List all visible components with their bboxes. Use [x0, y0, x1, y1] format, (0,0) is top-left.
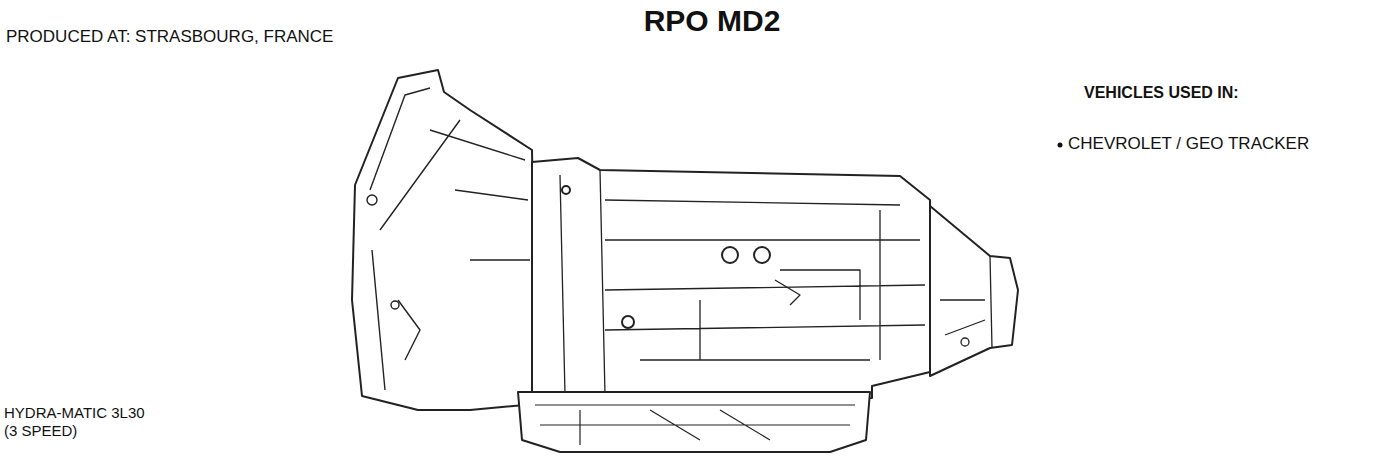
vehicles-heading: VEHICLES USED IN: — [1084, 84, 1239, 102]
vehicle-name: CHEVROLET / GEO TRACKER — [1068, 135, 1309, 154]
bullet — [1058, 143, 1063, 148]
plant-label: PRODUCED AT: STRASBOURG, FRANCE — [6, 28, 333, 47]
diagram-title: RPO MD2 — [644, 4, 781, 37]
speed-note: (3 SPEED) — [4, 423, 77, 440]
transmission-name: HYDRA-MATIC 3L30 — [4, 405, 145, 422]
